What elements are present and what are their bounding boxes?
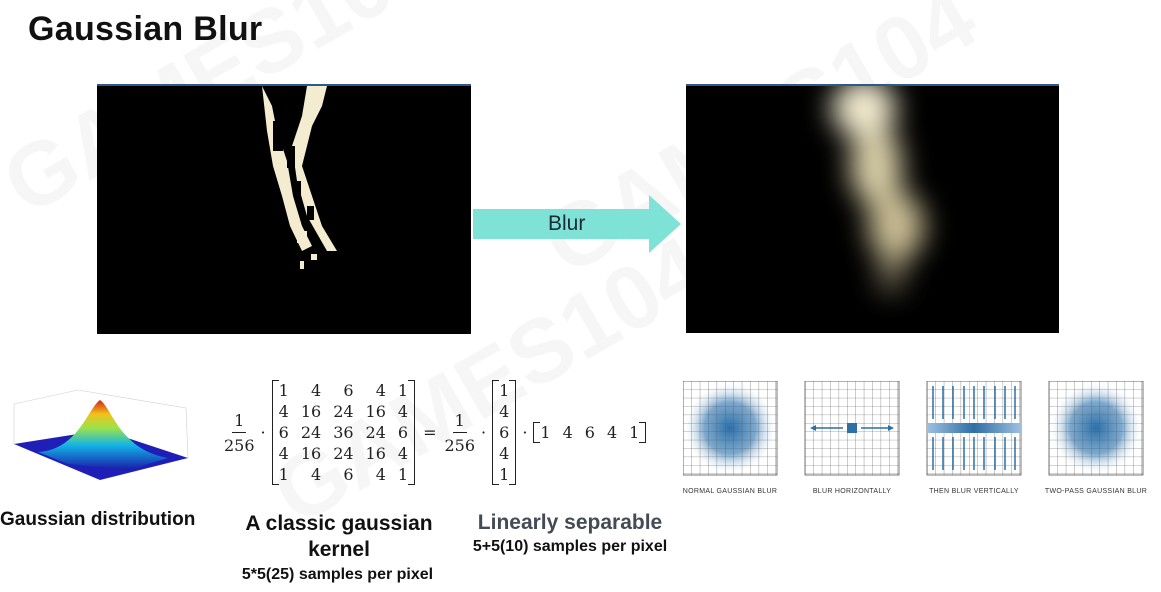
matrix-cell: 24	[333, 444, 354, 463]
dot-operator: ·	[481, 423, 487, 442]
matrix-cell: 4	[375, 381, 386, 400]
matrix-cell: 6	[397, 423, 409, 442]
row-vector: 1 4 6 4 1	[533, 422, 647, 443]
matrix-cell: 6	[343, 465, 354, 484]
matrix-cell: 4	[397, 444, 409, 463]
matrix-cell: 1	[397, 381, 409, 400]
separable-fraction: 1 256	[445, 411, 476, 455]
matrix-cell: 4	[278, 402, 289, 421]
grid-label-vertical: THEN BLUR VERTICALLY	[929, 488, 1019, 495]
dot-operator: ·	[260, 423, 266, 442]
blurred-highlights	[832, 86, 924, 294]
two-pass-gaussian-grid	[1048, 381, 1144, 476]
caption-kernel: A classic gaussian kernel	[245, 512, 433, 561]
matrix-cell: 4	[278, 444, 289, 463]
page-title: Gaussian Blur	[28, 10, 263, 48]
arrow-label: Blur	[548, 212, 586, 235]
matrix-cell: 24	[300, 423, 322, 442]
matrix-cell: 24	[365, 423, 386, 442]
grid-label-horizontal: BLUR HORIZONTALLY	[812, 488, 892, 495]
fraction-denominator: 256	[224, 435, 255, 455]
matrix-cell: 6	[278, 423, 289, 442]
dot-operator: ·	[522, 423, 528, 442]
matrix-cell: 4	[311, 381, 322, 400]
matrix-cell: 1	[397, 465, 409, 484]
matrix-cell: 6	[343, 381, 354, 400]
matrix-cell: 16	[300, 444, 322, 463]
gaussian-kernel-formula: 1 256 · 1 4 6 4 1 4 16 24 16 4 6 24 36 2…	[224, 380, 647, 485]
caption-gaussian-distribution: Gaussian distribution	[0, 509, 196, 530]
kernel-matrix: 1 4 6 4 1 4 16 24 16 4 6 24 36 24 6 4 16…	[271, 380, 416, 485]
vector-cell: 1	[629, 423, 640, 442]
caption-kernel-samples: 5*5(25) samples per pixel	[241, 566, 434, 583]
vector-cell: 1	[540, 423, 551, 442]
fraction-numerator: 1	[232, 411, 247, 433]
sharp-highlights	[259, 86, 337, 269]
matrix-cell: 4	[397, 402, 409, 421]
matrix-cell: 24	[333, 402, 354, 421]
caption-separable: Linearly separable	[477, 511, 663, 534]
vector-cell: 4	[562, 423, 573, 442]
matrix-cell: 16	[365, 402, 386, 421]
vector-cell: 4	[499, 444, 510, 463]
vector-cell: 1	[499, 381, 510, 400]
vector-cell: 1	[499, 465, 510, 484]
caption-separable-samples: 5+5(10) samples per pixel	[472, 538, 668, 555]
matrix-cell: 4	[311, 465, 322, 484]
matrix-cell: 1	[278, 381, 289, 400]
gaussian-distribution-plot	[13, 389, 189, 480]
vector-cell: 4	[606, 423, 618, 442]
fraction-numerator: 1	[452, 411, 467, 433]
horizontal-blur-grid	[804, 381, 900, 476]
matrix-cell: 16	[300, 402, 322, 421]
kernel-fraction: 1 256	[224, 411, 255, 455]
normal-gaussian-grid	[683, 381, 778, 476]
blurred-image	[686, 84, 1059, 333]
vertical-blur-grid	[926, 381, 1022, 476]
grid-label-two-pass: TWO-PASS GAUSSIAN BLUR	[1044, 488, 1148, 495]
matrix-cell: 36	[333, 423, 354, 442]
blur-arrow	[473, 195, 681, 253]
vector-cell: 6	[584, 423, 595, 442]
vector-cell: 4	[499, 402, 510, 421]
matrix-cell: 16	[365, 444, 386, 463]
vector-cell: 6	[499, 423, 510, 442]
matrix-cell: 1	[278, 465, 289, 484]
column-vector: 1 4 6 4 1	[492, 380, 517, 485]
source-image	[97, 84, 471, 334]
fraction-denominator: 256	[444, 435, 476, 455]
grid-label-normal: NORMAL GAUSSIAN BLUR	[682, 488, 778, 495]
blur-grids	[683, 381, 1144, 476]
equals-sign: =	[423, 423, 437, 442]
matrix-cell: 4	[375, 465, 386, 484]
